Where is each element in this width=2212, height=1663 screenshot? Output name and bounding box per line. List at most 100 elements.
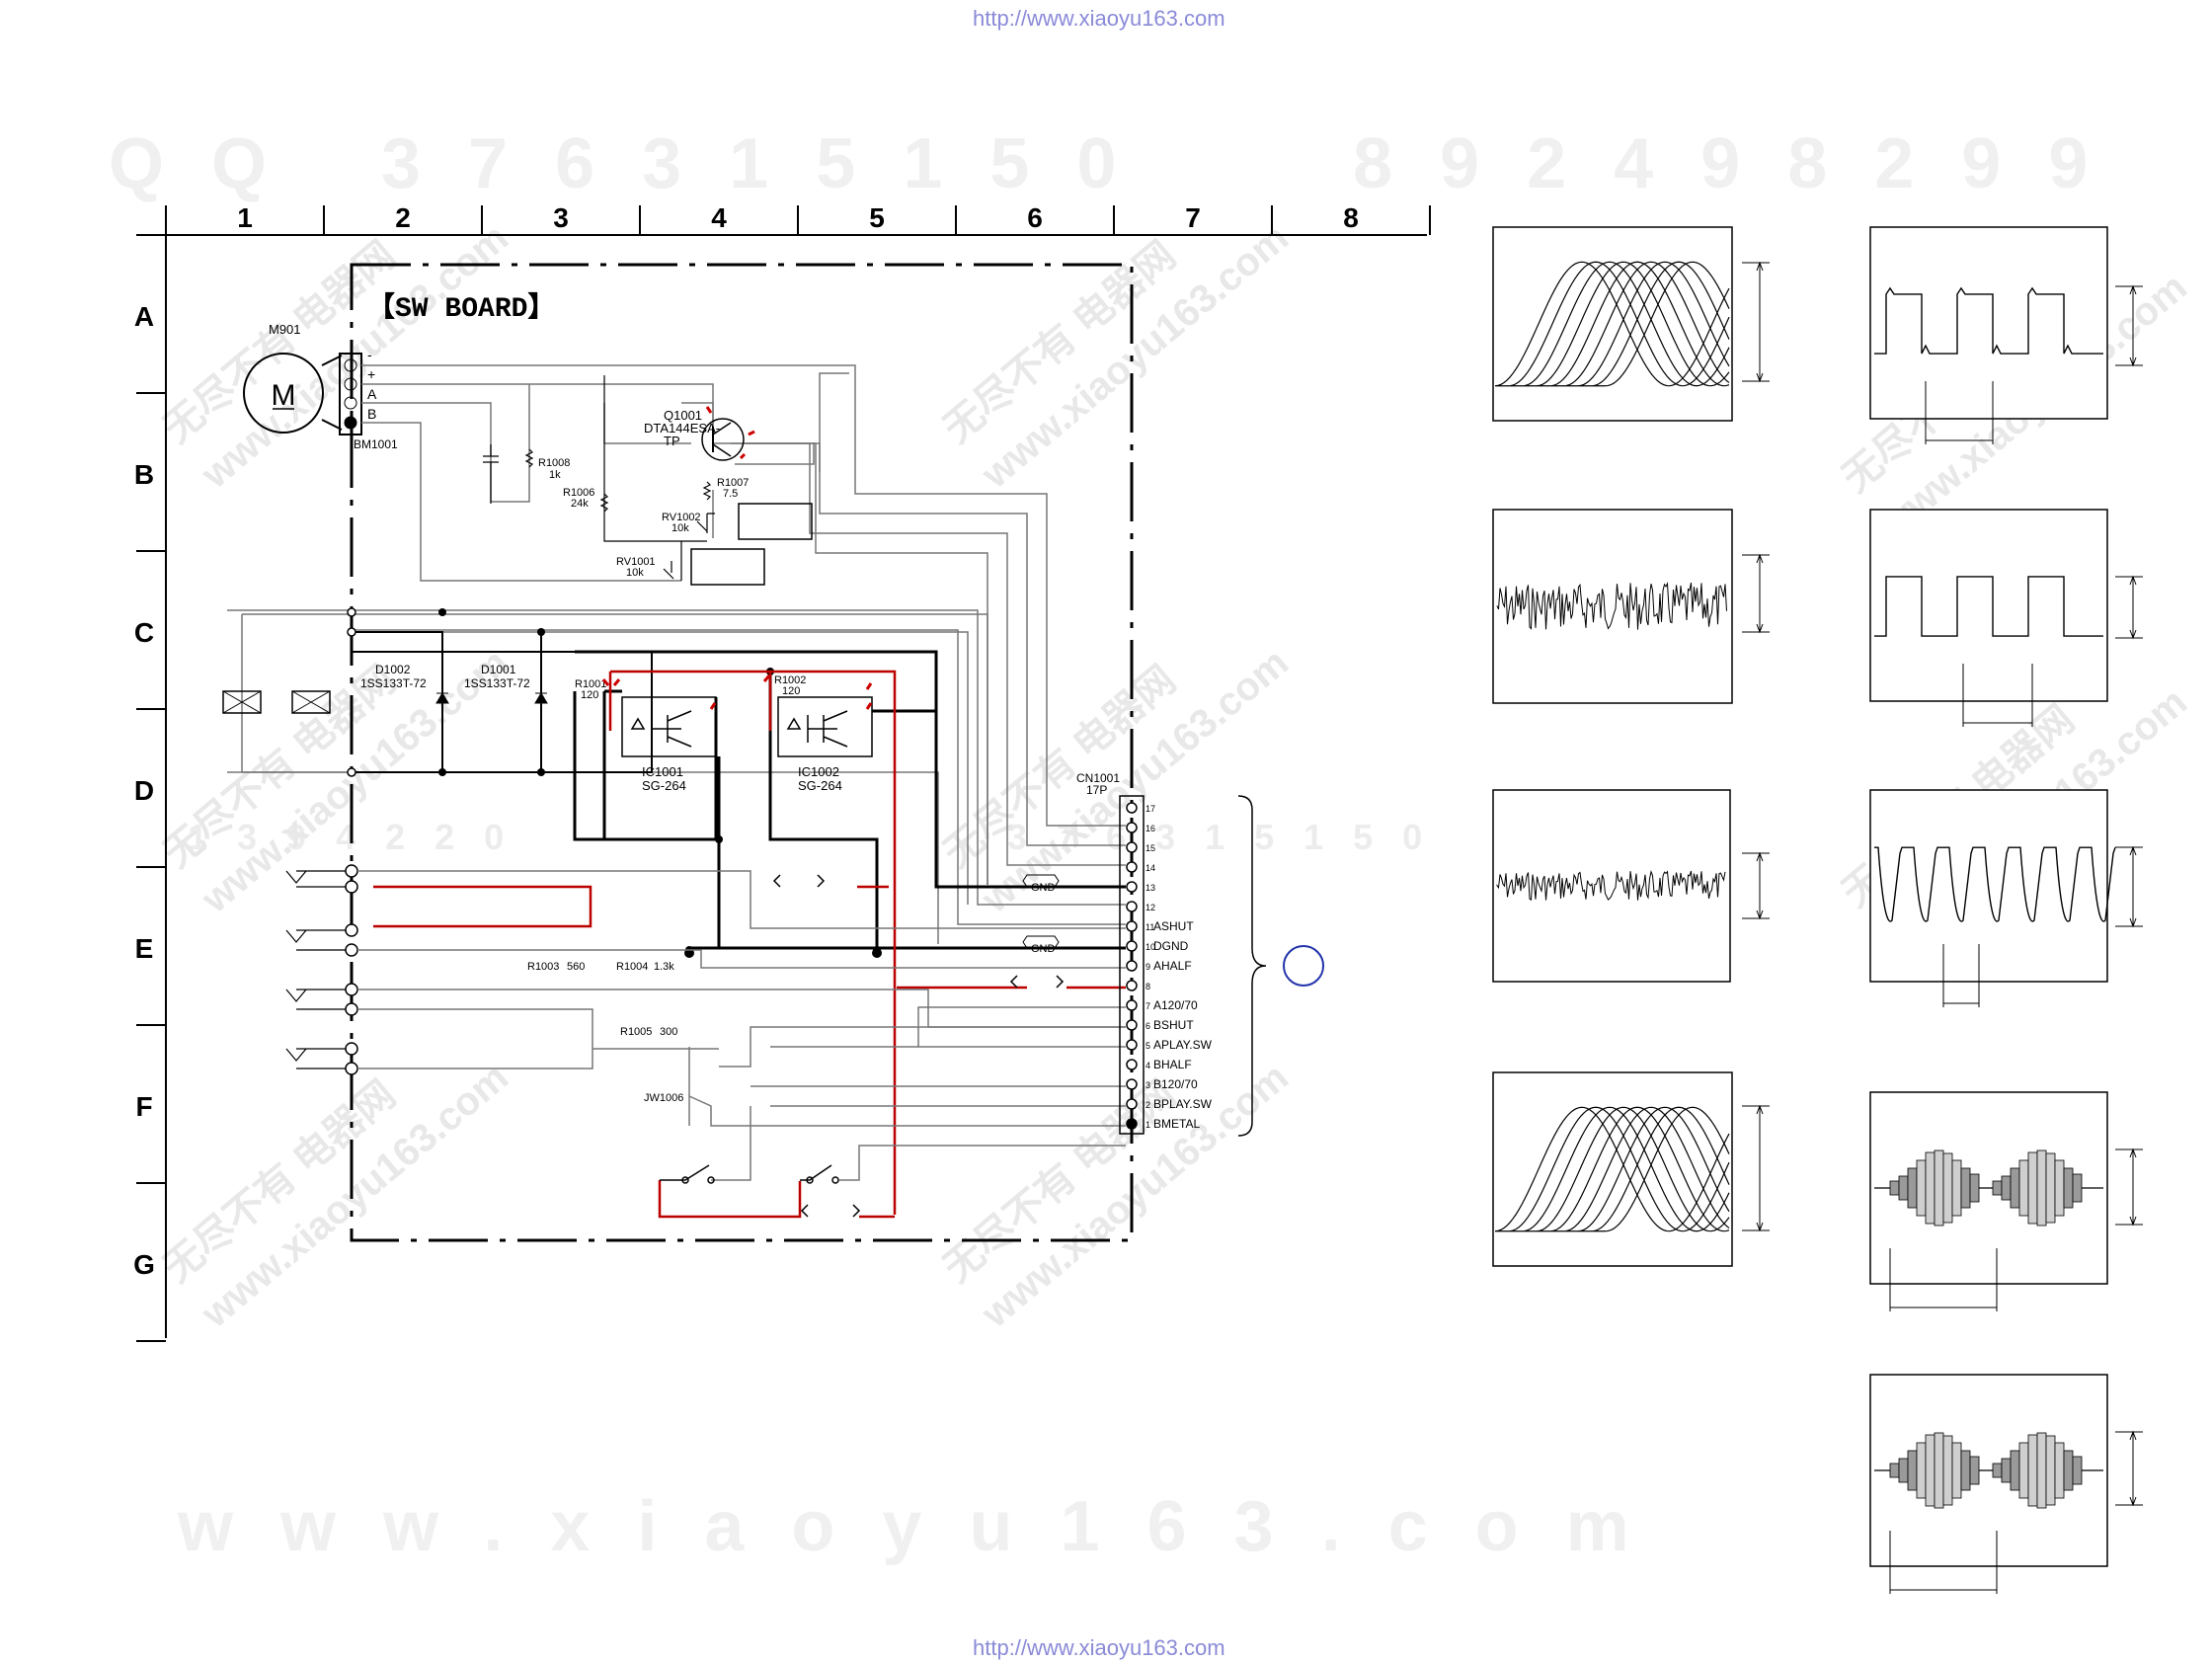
cn-pin-13 <box>1126 881 1138 893</box>
ic1001-ref: IC1001 <box>642 764 683 779</box>
dimension-arrow <box>1756 261 1764 383</box>
r1002-ref: R1002 <box>774 674 806 686</box>
dimension-arrow <box>2129 1430 2137 1507</box>
waveform-noise <box>1496 582 1727 630</box>
row-label-D: D <box>134 775 154 806</box>
burst-bar <box>1898 1458 1909 1483</box>
red-markers <box>601 674 873 710</box>
burst-bar <box>2054 1442 2065 1499</box>
cn-brace <box>1237 795 1267 1137</box>
cn1001-pins: 17P <box>1086 783 1107 797</box>
burst-bar <box>2072 1173 2083 1203</box>
burst-bar <box>1934 1432 1944 1509</box>
cn-pin-number: 12 <box>1146 903 1155 912</box>
dimension-arrow <box>2129 575 2137 640</box>
diode-d1002 <box>435 692 449 704</box>
q1001-part2: TP <box>664 434 680 448</box>
d1001-part: 1SS133T-72 <box>464 676 530 690</box>
r1007-value: 7.5 <box>723 488 738 500</box>
rv1001-value: 10k <box>626 567 644 579</box>
column-label-4: 4 <box>711 202 727 233</box>
cn-pin-15 <box>1126 841 1138 853</box>
burst-bar <box>2001 1175 2012 1201</box>
ic1002: IC1002 SG-264 <box>777 696 873 793</box>
grid-frame <box>136 205 1427 1338</box>
footer-url[interactable]: http://www.xiaoyu163.com <box>973 1635 1225 1660</box>
column-label-3: 3 <box>553 202 569 233</box>
burst-bar <box>1942 1435 1953 1506</box>
ic1002-part: SG-264 <box>798 778 842 793</box>
dimension-arrow <box>1756 553 1764 634</box>
burst-bar <box>1992 1463 2003 1478</box>
switches <box>660 874 1065 1218</box>
watermark-qq: QQ 376315150 <box>109 124 1163 203</box>
passive-labels-b: R1008 1k R1006 24k R1007 7.5 RV1002 10k … <box>538 457 749 579</box>
cn-pin-label: A120/70 <box>1153 998 1198 1012</box>
r1008-value: 1k <box>549 469 561 481</box>
bm-pin-minus: - <box>367 347 372 362</box>
rv1001-box <box>690 548 765 586</box>
bm-ref: BM1001 <box>354 437 398 451</box>
cn-pin-label: BPLAY.SW <box>1153 1097 1213 1111</box>
r1006-ref: R1006 <box>563 487 594 499</box>
cn-pin-number: 8 <box>1146 982 1150 991</box>
cn-pin-17 <box>1126 802 1138 814</box>
dimension-arrow <box>2129 284 2137 367</box>
cn-pin-1 <box>1126 1118 1138 1130</box>
c-zone-wiring <box>241 613 988 905</box>
ic1001: IC1001 SG-264 <box>621 696 717 793</box>
burst-bar <box>2001 1458 2012 1483</box>
cn-pin-6 <box>1126 1019 1138 1031</box>
transistor-q1001: Q1001 DTA144ESA- TP <box>644 406 755 461</box>
waveform-sine <box>1494 1106 1730 1232</box>
cn-pin-16 <box>1126 822 1138 833</box>
ic1001-part: SG-264 <box>642 778 686 793</box>
diode-d1001 <box>534 692 548 704</box>
burst-bar <box>1889 1180 1900 1196</box>
waveform-sine <box>1494 261 1730 387</box>
burst-bar <box>1942 1152 1953 1224</box>
waveform-square <box>1874 576 2103 637</box>
burst-bar <box>2010 1450 2020 1491</box>
cn-pin-8 <box>1126 980 1138 991</box>
row-label-F: F <box>135 1091 152 1122</box>
r1003-value: 560 <box>567 961 585 973</box>
board-title: 【SW BOARD】 <box>367 291 555 325</box>
header-url[interactable]: http://www.xiaoyu163.com <box>973 6 1225 31</box>
row-label-G: G <box>133 1249 155 1280</box>
burst-bar <box>1907 1167 1918 1209</box>
cn-pin-number: 14 <box>1146 863 1155 873</box>
ic1002-ref: IC1002 <box>798 764 839 779</box>
cn-pin-number: 7 <box>1146 1001 1150 1011</box>
cn-pin-2 <box>1126 1098 1138 1110</box>
burst-bar <box>1916 1442 1927 1499</box>
burst-bar <box>2036 1149 2047 1227</box>
e-f-labels: R1003 560 R1004 1.3k R1005 300 JW1006 <box>527 961 683 1104</box>
dimension-arrow <box>1756 1104 1764 1232</box>
d1001-ref: D1001 <box>481 663 516 676</box>
rv1002-ref: RV1002 <box>662 512 701 523</box>
cn-pin-number: 15 <box>1146 843 1155 853</box>
dimension-arrow <box>2129 845 2137 928</box>
burst-bar <box>1960 1450 1971 1491</box>
row-label-C: C <box>134 617 154 648</box>
motor-m901: M M901 <box>243 322 343 434</box>
cn-pin-number: 9 <box>1146 962 1150 972</box>
waveform-panel-1 <box>1492 226 1733 422</box>
burst-bar <box>2063 1450 2074 1491</box>
column-label-1: 1 <box>237 202 253 233</box>
watermark-bottom: www.xiaoyu163.com <box>177 1487 1677 1566</box>
cn-pin-number: 2 <box>1146 1100 1150 1110</box>
dimension-arrow <box>1756 851 1764 920</box>
jw1006-ref: JW1006 <box>644 1092 683 1104</box>
burst-bar <box>2045 1152 2056 1224</box>
row-label-B: B <box>134 459 154 490</box>
waveform-panel-2 <box>1869 226 2108 420</box>
board-outline <box>350 263 1134 1242</box>
burst-bar <box>1951 1159 1962 1217</box>
ic-resistor-labels: R1001 120 R1002 120 <box>575 674 806 701</box>
burst-bar <box>2036 1432 2047 1509</box>
cn-pin-12 <box>1126 901 1138 912</box>
red-wiring <box>373 670 1126 1219</box>
waveform-panel-5 <box>1492 789 1731 983</box>
